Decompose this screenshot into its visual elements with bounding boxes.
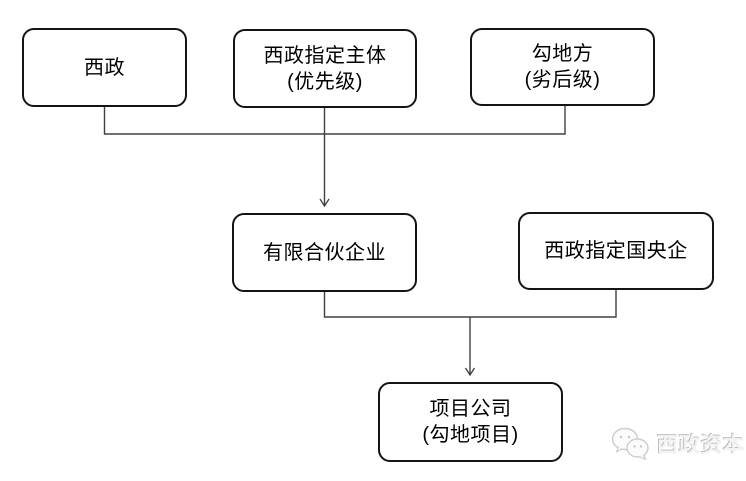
node-limited-partnership: 有限合伙企业	[232, 213, 417, 292]
node-land-party: 勾地方 (劣后级)	[470, 28, 655, 106]
node-xizheng: 西政	[22, 28, 187, 107]
node-project-company-line1: 项目公司	[429, 398, 512, 420]
brand-watermark: 西政资本	[610, 425, 745, 463]
node-designated-soe-label: 西政指定国央企	[544, 240, 688, 262]
node-designated-entity-line1: 西政指定主体	[263, 44, 387, 67]
node-project-company: 项目公司 (勾地项目)	[378, 382, 563, 462]
node-designated-entity-line2: (优先级)	[287, 70, 363, 93]
node-designated-entity: 西政指定主体 (优先级)	[233, 29, 417, 108]
edge-partnership-soe-bus	[323, 290, 617, 318]
edge-xizheng-landparty-bus	[103, 106, 566, 135]
node-limited-partnership-label: 有限合伙企业	[263, 241, 386, 264]
node-land-party-line1: 勾地方	[531, 43, 594, 65]
brand-watermark-text: 西政资本	[657, 434, 745, 457]
node-project-company-line2: (勾地项目)	[422, 424, 519, 446]
wechat-icon	[611, 427, 649, 461]
node-xizheng-label: 西政	[84, 56, 125, 79]
node-land-party-line2: (劣后级)	[524, 69, 601, 91]
node-designated-soe: 西政指定国央企	[518, 212, 714, 290]
